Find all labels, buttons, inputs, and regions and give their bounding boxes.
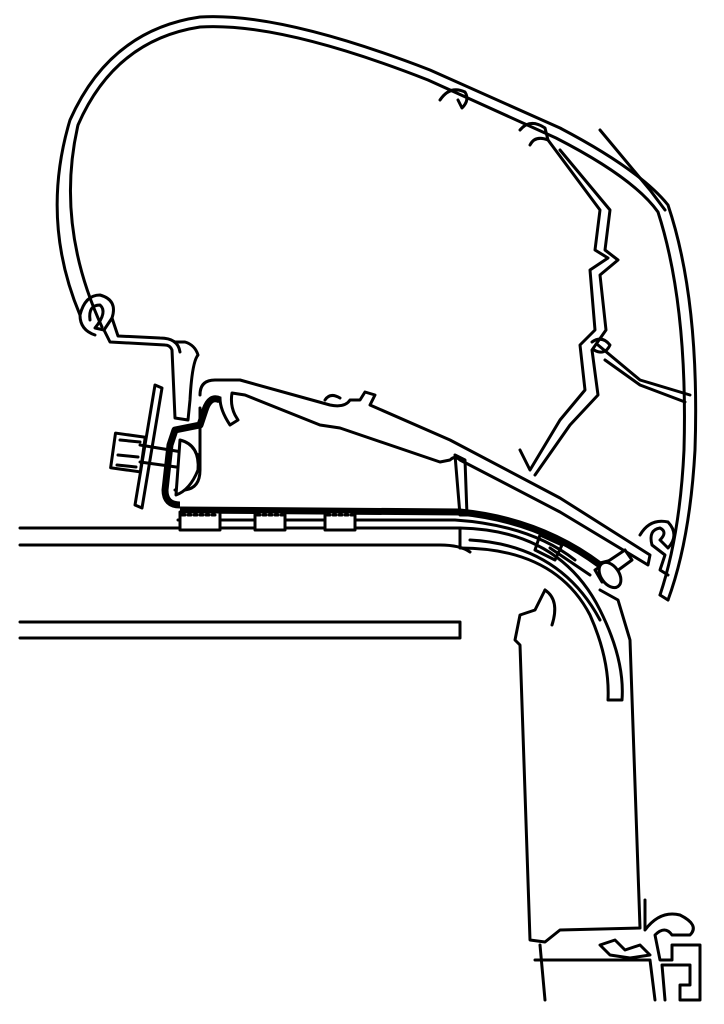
roof-curve-edge <box>458 526 624 702</box>
roof-panel <box>18 526 472 640</box>
screw-bolt <box>109 383 202 510</box>
adapter-rail <box>198 378 652 567</box>
adapter-bracket <box>161 395 621 569</box>
screw-right <box>548 546 634 590</box>
awning-casing <box>55 15 698 602</box>
wall-profile <box>513 588 657 1002</box>
foam-pads <box>178 510 564 562</box>
wall-bracket <box>598 898 702 1002</box>
